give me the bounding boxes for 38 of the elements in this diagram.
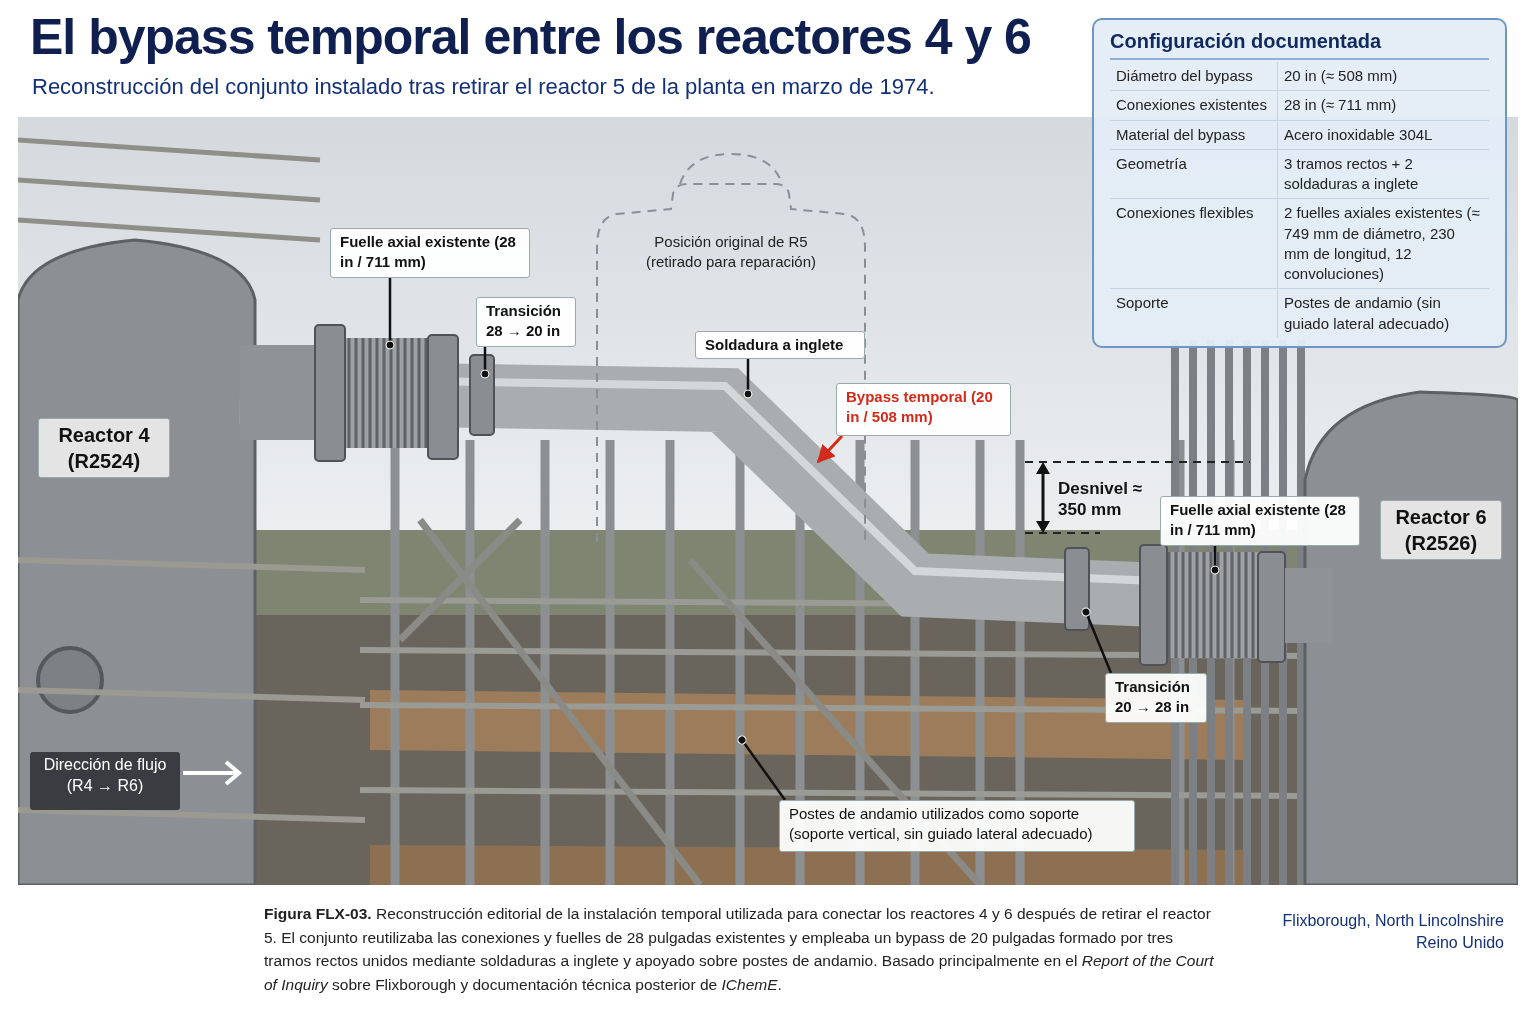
location-text: Flixborough, North Lincolnshire: [1282, 912, 1504, 930]
table-cell: Diámetro del bypass: [1110, 62, 1278, 91]
table-cell: Conexiones existentes: [1110, 90, 1278, 120]
callout-label: Fuelle axial existente (28 in / 711 mm): [1160, 496, 1360, 546]
table-cell: 3 tramos rectos + 2 soldaduras a inglete: [1277, 149, 1489, 199]
table-cell: 2 fuelles axiales existentes (≈ 749 mm de diámetro, 230 mm de longitud, 12 convoluciones): [1277, 198, 1489, 289]
reactor-label: Reactor 4 (R2524): [38, 418, 170, 478]
callout-label: Fuelle axial existente (28 in / 711 mm): [330, 228, 530, 278]
outline-label: Posición original de R5 (retirado para reparación): [644, 232, 818, 271]
leader-line: [1081, 607, 1113, 674]
reactor-label: Reactor 6 (R2526): [1380, 500, 1502, 560]
callout-label: Transición 20 → 28 in: [1105, 673, 1207, 723]
arrow: [816, 435, 844, 464]
callout-label: Transición 28 → 20 in: [476, 297, 576, 347]
table-cell: Material del bypass: [1110, 120, 1278, 150]
table-cell: Conexiones flexibles: [1110, 198, 1278, 289]
table-cell: 28 in (≈ 711 mm): [1277, 90, 1489, 120]
callout-label: Postes de andamio utilizados como soporte (soporte vertical, sin guiado lateral adecuado): [779, 800, 1135, 852]
table-cell: Soporte: [1110, 288, 1278, 338]
flow-label: Dirección de flujo (R4 → R6): [30, 752, 180, 810]
location-text: Reino Unido: [1415, 934, 1504, 952]
leader-line: [480, 347, 490, 379]
subtitle: Reconstrucción del conjunto instalado tras retirar el reactor 5 de la planta en marzo de 1974.: [32, 74, 935, 100]
leader-line: [743, 359, 753, 399]
callout-label: Bypass temporal (20 in / 508 mm): [836, 383, 1011, 436]
panel-heading: Configuración documentada: [1110, 28, 1489, 60]
leader-line: [385, 278, 395, 350]
leader-line: [737, 735, 786, 801]
callout-label: Soldadura a inglete: [695, 331, 865, 359]
figure-caption: Figura FLX-03. Reconstrucción editorial de la instalación temporal utilizada para conectar los reactores 4 y 6 después de retirar el reactor 5. El conjunto reutilizaba las conexiones y fuelles de 28 pulgadas existentes y empleaba un bypass de 20 pulgadas formado por tres tramos rectos unidos mediante soldaduras a inglete y apoyado sobre postes de andamio. Basado principalmente en el Report of the Court of Inquiry sobre Flixborough y documentación técnica posterior de IChemE.: [264, 904, 1215, 995]
table-cell: Acero inoxidable 304L: [1277, 120, 1489, 150]
table-cell: 20 in (≈ 508 mm): [1277, 62, 1489, 91]
leader-line: [1210, 546, 1220, 575]
table-cell: Geometría: [1110, 149, 1278, 199]
info-panel: [1092, 18, 1507, 348]
dimension-label: Desnivel ≈ 350 mm: [1058, 478, 1143, 521]
title: El bypass temporal entre los reactores 4 y 6: [30, 8, 1031, 66]
table-cell: Postes de andamio (sin guiado lateral adecuado): [1277, 288, 1489, 338]
